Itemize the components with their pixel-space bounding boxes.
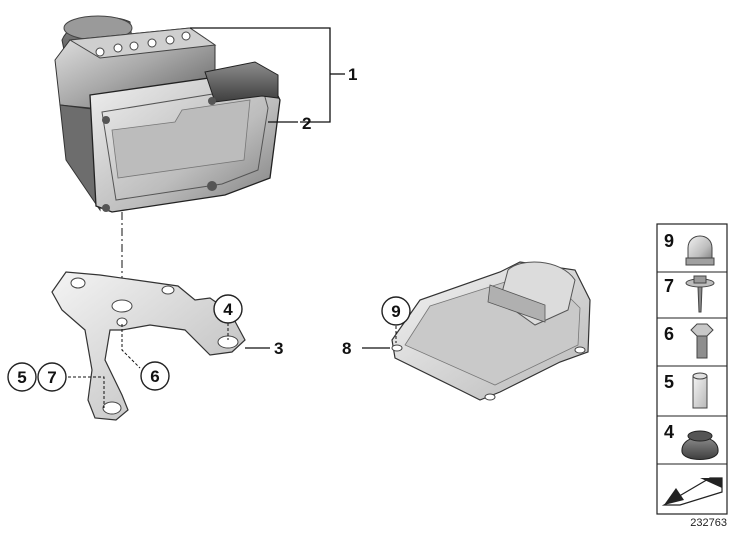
legend-label: 5 (664, 372, 674, 392)
cap-nut-icon (685, 235, 715, 266)
callout-3: 3 (274, 339, 283, 358)
legend-label: 7 (664, 276, 674, 296)
hardware-legend: 9 7 6 5 (656, 223, 728, 515)
diagram-number: 232763 (690, 517, 727, 529)
callout-4-circle (213, 294, 243, 324)
callout-1: 1 (348, 65, 357, 84)
callout-8: 8 (342, 339, 351, 358)
legend-label: 9 (664, 231, 674, 251)
mounting-bracket[interactable] (51, 271, 246, 421)
callout-5: 5 (17, 368, 26, 387)
legend-label: 4 (664, 422, 674, 442)
callout-6-circle (140, 361, 170, 391)
callout-7-circle (37, 362, 67, 392)
hydraulic-unit[interactable] (54, 15, 281, 213)
callout-7: 7 (47, 368, 56, 387)
callout-leader-6 (121, 324, 141, 369)
callout-9: 9 (391, 302, 400, 321)
legend-item[interactable]: 9 (664, 231, 715, 266)
legend-item[interactable]: 5 (664, 372, 708, 409)
callout-leader-1-2 (190, 27, 345, 123)
hex-bolt-icon (690, 323, 714, 359)
legend-label: 6 (664, 324, 674, 344)
rubber-grommet-icon (681, 430, 719, 460)
control-module-carrier[interactable] (391, 261, 591, 401)
callout-6: 6 (150, 367, 159, 386)
control-unit[interactable] (89, 61, 281, 213)
legend-item[interactable]: 4 (664, 422, 719, 460)
callout-2: 2 (302, 114, 311, 133)
callout-leader-5-7 (68, 376, 105, 408)
callout-9-circle (381, 296, 411, 326)
legend-item[interactable]: 7 (664, 275, 715, 313)
spacer-sleeve-icon (692, 372, 708, 409)
callout-4: 4 (223, 300, 233, 319)
hex-bolt-washer-icon (685, 275, 715, 313)
next-page-arrow-icon[interactable] (661, 477, 723, 506)
legend-frame (656, 223, 728, 515)
legend-item[interactable]: 6 (664, 323, 714, 359)
callout-5-circle (7, 362, 37, 392)
